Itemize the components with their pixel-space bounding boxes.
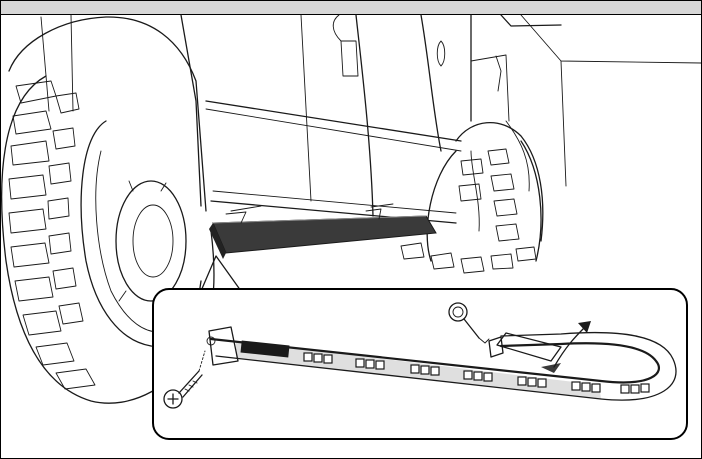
led-chips <box>303 352 650 394</box>
detail-inset <box>152 288 688 440</box>
header-band <box>1 1 701 15</box>
end-cap-icon <box>448 302 490 344</box>
running-board <box>209 203 437 259</box>
screw-icon <box>163 350 206 409</box>
truck-body <box>8 14 701 242</box>
rear-tire <box>400 140 542 274</box>
led-strip <box>206 326 677 401</box>
curved-arrow-icon <box>553 321 591 368</box>
front-tire <box>1 75 215 404</box>
callout-pointer <box>200 255 242 292</box>
